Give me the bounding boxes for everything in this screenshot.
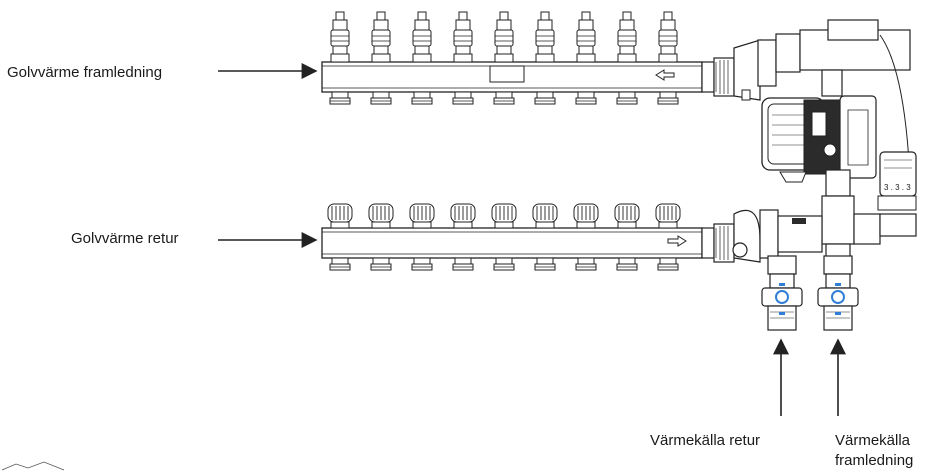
return-cap-4 — [450, 203, 476, 271]
vertical-pipe-supply — [821, 169, 855, 267]
label-heat-source-supply-2: framledning — [835, 452, 914, 469]
return-cap-6 — [532, 203, 558, 271]
supply-valve-3 — [411, 11, 433, 105]
return-manifold-bar — [321, 227, 703, 259]
label-heat-source-return: Värmekälla retur — [650, 432, 761, 449]
supply-valve-7 — [575, 11, 597, 105]
circulation-pump — [761, 95, 877, 183]
supply-valve-2 — [370, 11, 392, 105]
thermometer-scale: 3 . 3 . 3 — [884, 183, 911, 192]
corner-sketch-icon — [1, 461, 65, 471]
return-cap-9 — [655, 203, 681, 271]
supply-valve-4 — [452, 11, 474, 105]
label-heat-source-supply-1: Värmekälla — [835, 432, 911, 449]
return-cap-7 — [573, 203, 599, 271]
flow-arrow-right-icon — [667, 235, 687, 247]
supply-valve-5 — [493, 11, 515, 105]
return-cap-1 — [327, 203, 353, 271]
ball-valve-return — [761, 255, 803, 331]
return-cap-2 — [368, 203, 394, 271]
supply-valve-9 — [657, 11, 679, 105]
label-supply-manifold: Golvvärme framledning — [7, 64, 163, 81]
ball-valve-supply — [817, 255, 859, 331]
supply-valve-6 — [534, 11, 556, 105]
return-cap-8 — [614, 203, 640, 271]
return-coupling — [701, 209, 917, 263]
supply-manifold-bar — [321, 61, 703, 93]
return-cap-3 — [409, 203, 435, 271]
thermometer-knob: 3 . 3 . 3 — [877, 151, 917, 211]
return-cap-5 — [491, 203, 517, 271]
supply-coupling — [701, 19, 911, 181]
label-return-manifold: Golvvärme retur — [71, 230, 179, 247]
supply-valve-1 — [329, 11, 351, 105]
supply-valve-8 — [616, 11, 638, 105]
flow-arrow-left-icon — [655, 69, 675, 81]
